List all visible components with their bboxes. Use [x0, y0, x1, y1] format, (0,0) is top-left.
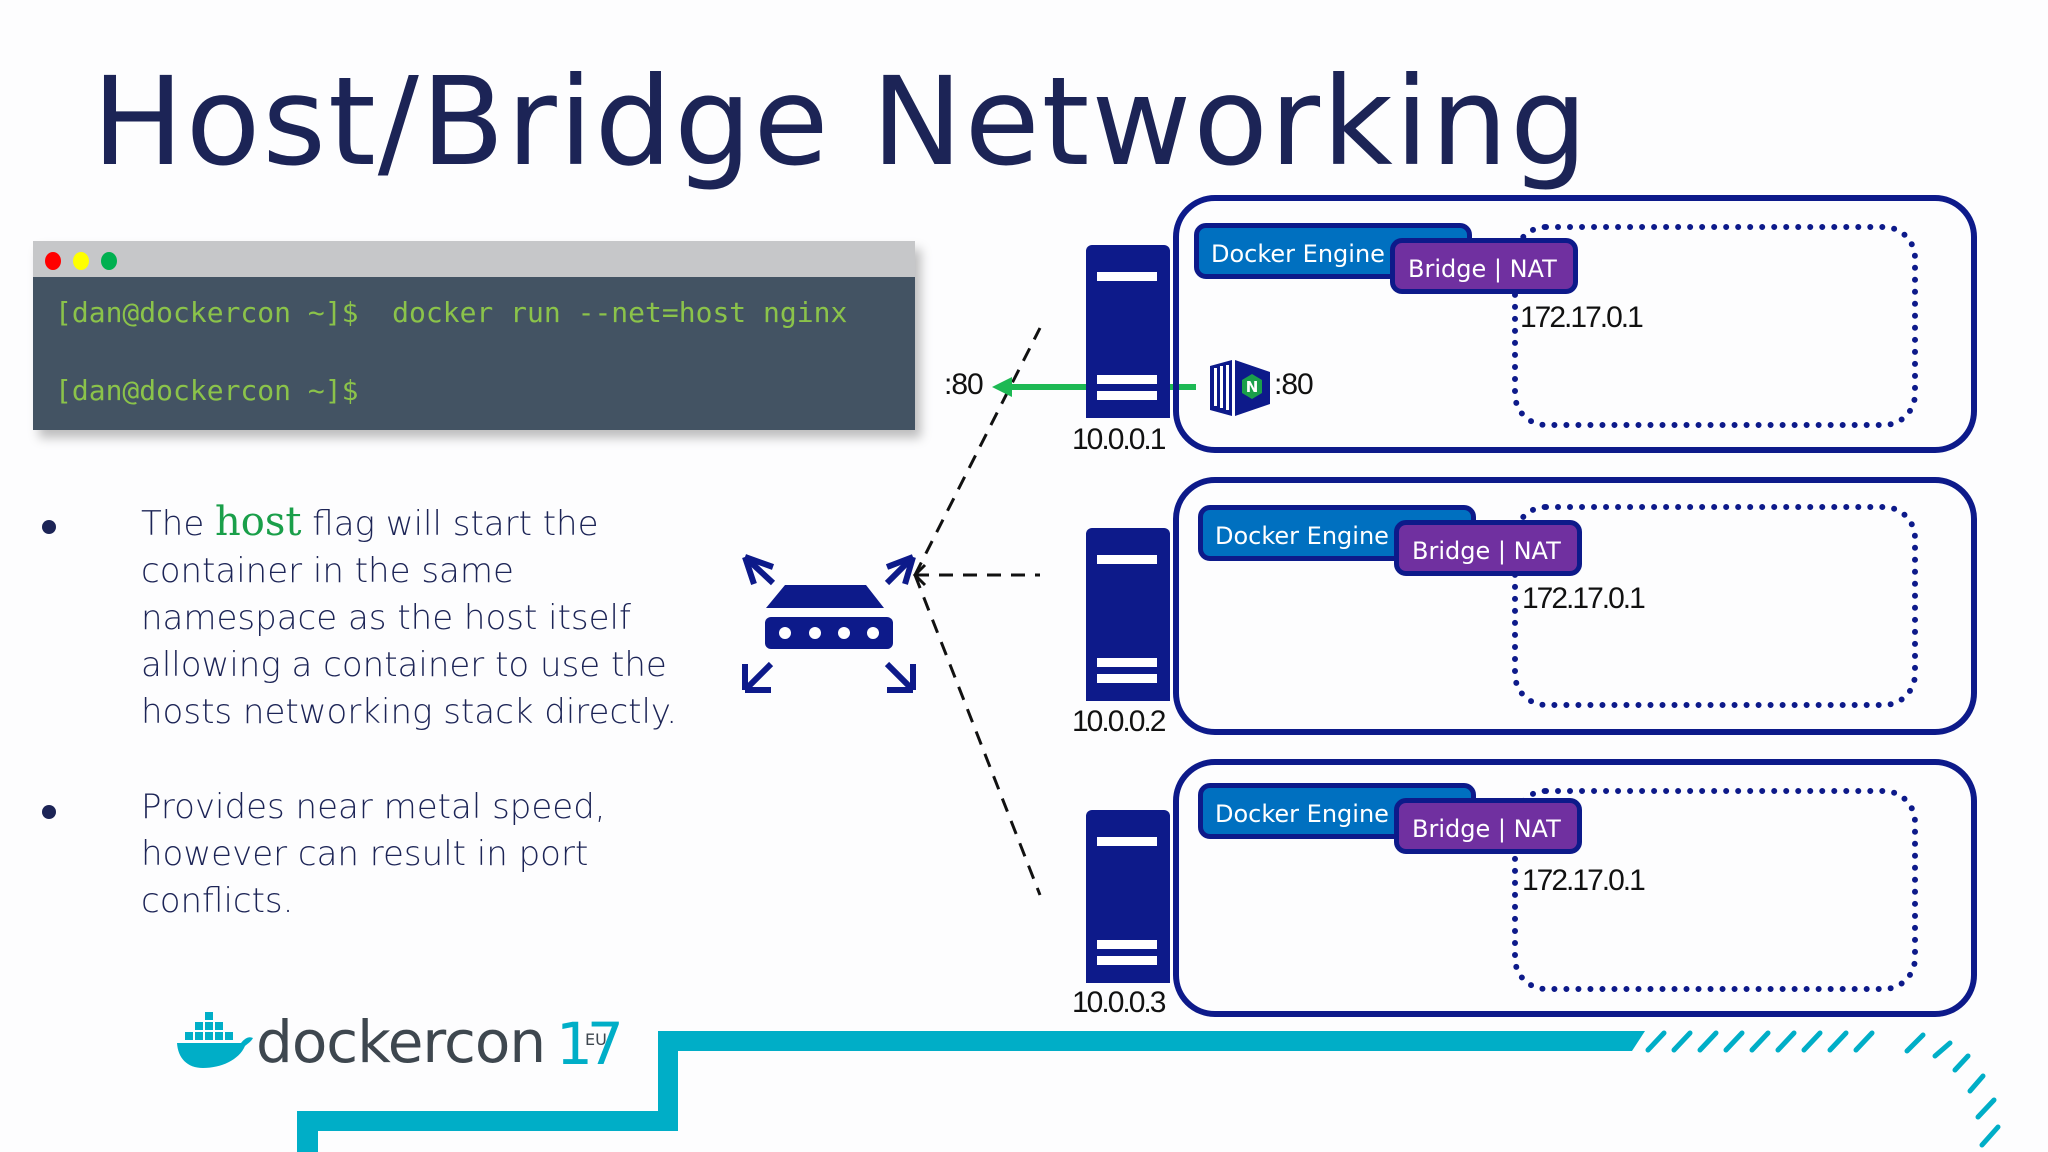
bridge-network-area: [1512, 504, 1918, 708]
bullet-prefix: The: [141, 504, 216, 544]
server-icon: [1086, 810, 1170, 983]
docker-whale-icon: [177, 1012, 253, 1068]
dashed-links: [913, 327, 1042, 896]
bullet-near-metal: Provides near metal speed, however can r…: [141, 787, 606, 921]
link-host-1: [913, 327, 1042, 576]
bridge-network-area: [1512, 224, 1918, 428]
host-ip-label: 10.0.0.3: [1072, 986, 1166, 1019]
terminal-command-line: [dan@dockercon ~]$ docker run --net=host…: [55, 296, 848, 329]
host-ip-label: 10.0.0.1: [1072, 423, 1166, 456]
bridge-network-area: [1512, 788, 1918, 992]
bridge-subnet-label: 172.17.0.1: [1520, 301, 1644, 334]
server-icon: [1086, 528, 1170, 701]
maximize-dot-icon: [101, 252, 117, 270]
server-icon: [1086, 245, 1170, 418]
docker-engine-badge: Docker Engine: [1198, 505, 1476, 561]
bridge-subnet-label: 172.17.0.1: [1522, 582, 1646, 615]
slide-title: Host/Bridge Networking: [92, 51, 1590, 193]
switch-body: [765, 617, 893, 649]
bridge-nat-badge: Bridge | NAT: [1390, 238, 1578, 294]
dockercon-logo-region: EU: [585, 1030, 607, 1049]
host-box[interactable]: [1173, 195, 1977, 453]
bridge-subnet-label: 172.17.0.1: [1522, 864, 1646, 897]
container-port-label: :80: [1274, 368, 1314, 401]
bullet-host-flag: The host flag will start the container i…: [141, 499, 701, 736]
terminal-title-bar: [33, 241, 915, 277]
terminal-window: [dan@dockercon ~]$ docker run --net=host…: [33, 241, 915, 430]
highlight-host: host: [215, 499, 302, 545]
close-dot-icon: [45, 252, 61, 270]
terminal-body: [dan@dockercon ~]$ docker run --net=host…: [33, 277, 915, 430]
minimize-dot-icon: [73, 252, 89, 270]
network-switch-icon: [742, 554, 916, 693]
svg-text:N: N: [1246, 378, 1259, 396]
bullet-suffix: flag will start the container in the sam…: [141, 504, 677, 732]
dockercon-logo-text: dockercon: [256, 1008, 546, 1076]
footer-accent-path: [297, 1030, 2001, 1152]
bridge-nat-badge: Bridge | NAT: [1394, 520, 1582, 576]
bullet-dot-icon: [42, 520, 56, 534]
switch-top-shape: [766, 585, 884, 608]
terminal-prompt-line: [dan@dockercon ~]$: [55, 374, 359, 407]
link-host-3: [913, 574, 1042, 896]
host-box[interactable]: [1173, 477, 1977, 735]
bullet-dot-icon: [42, 805, 56, 819]
expand-arrows: [742, 554, 916, 693]
host-box[interactable]: [1173, 759, 1977, 1017]
external-port-label: :80: [944, 368, 984, 401]
nginx-container-icon[interactable]: N: [1208, 360, 1272, 416]
footer-hatch: [1645, 1030, 2001, 1148]
link-arrowhead-icon: [912, 563, 927, 587]
dockercon-logo-year: 17: [556, 1010, 624, 1078]
host-ip-label: 10.0.0.2: [1072, 705, 1166, 738]
bridge-nat-badge: Bridge | NAT: [1394, 798, 1582, 854]
